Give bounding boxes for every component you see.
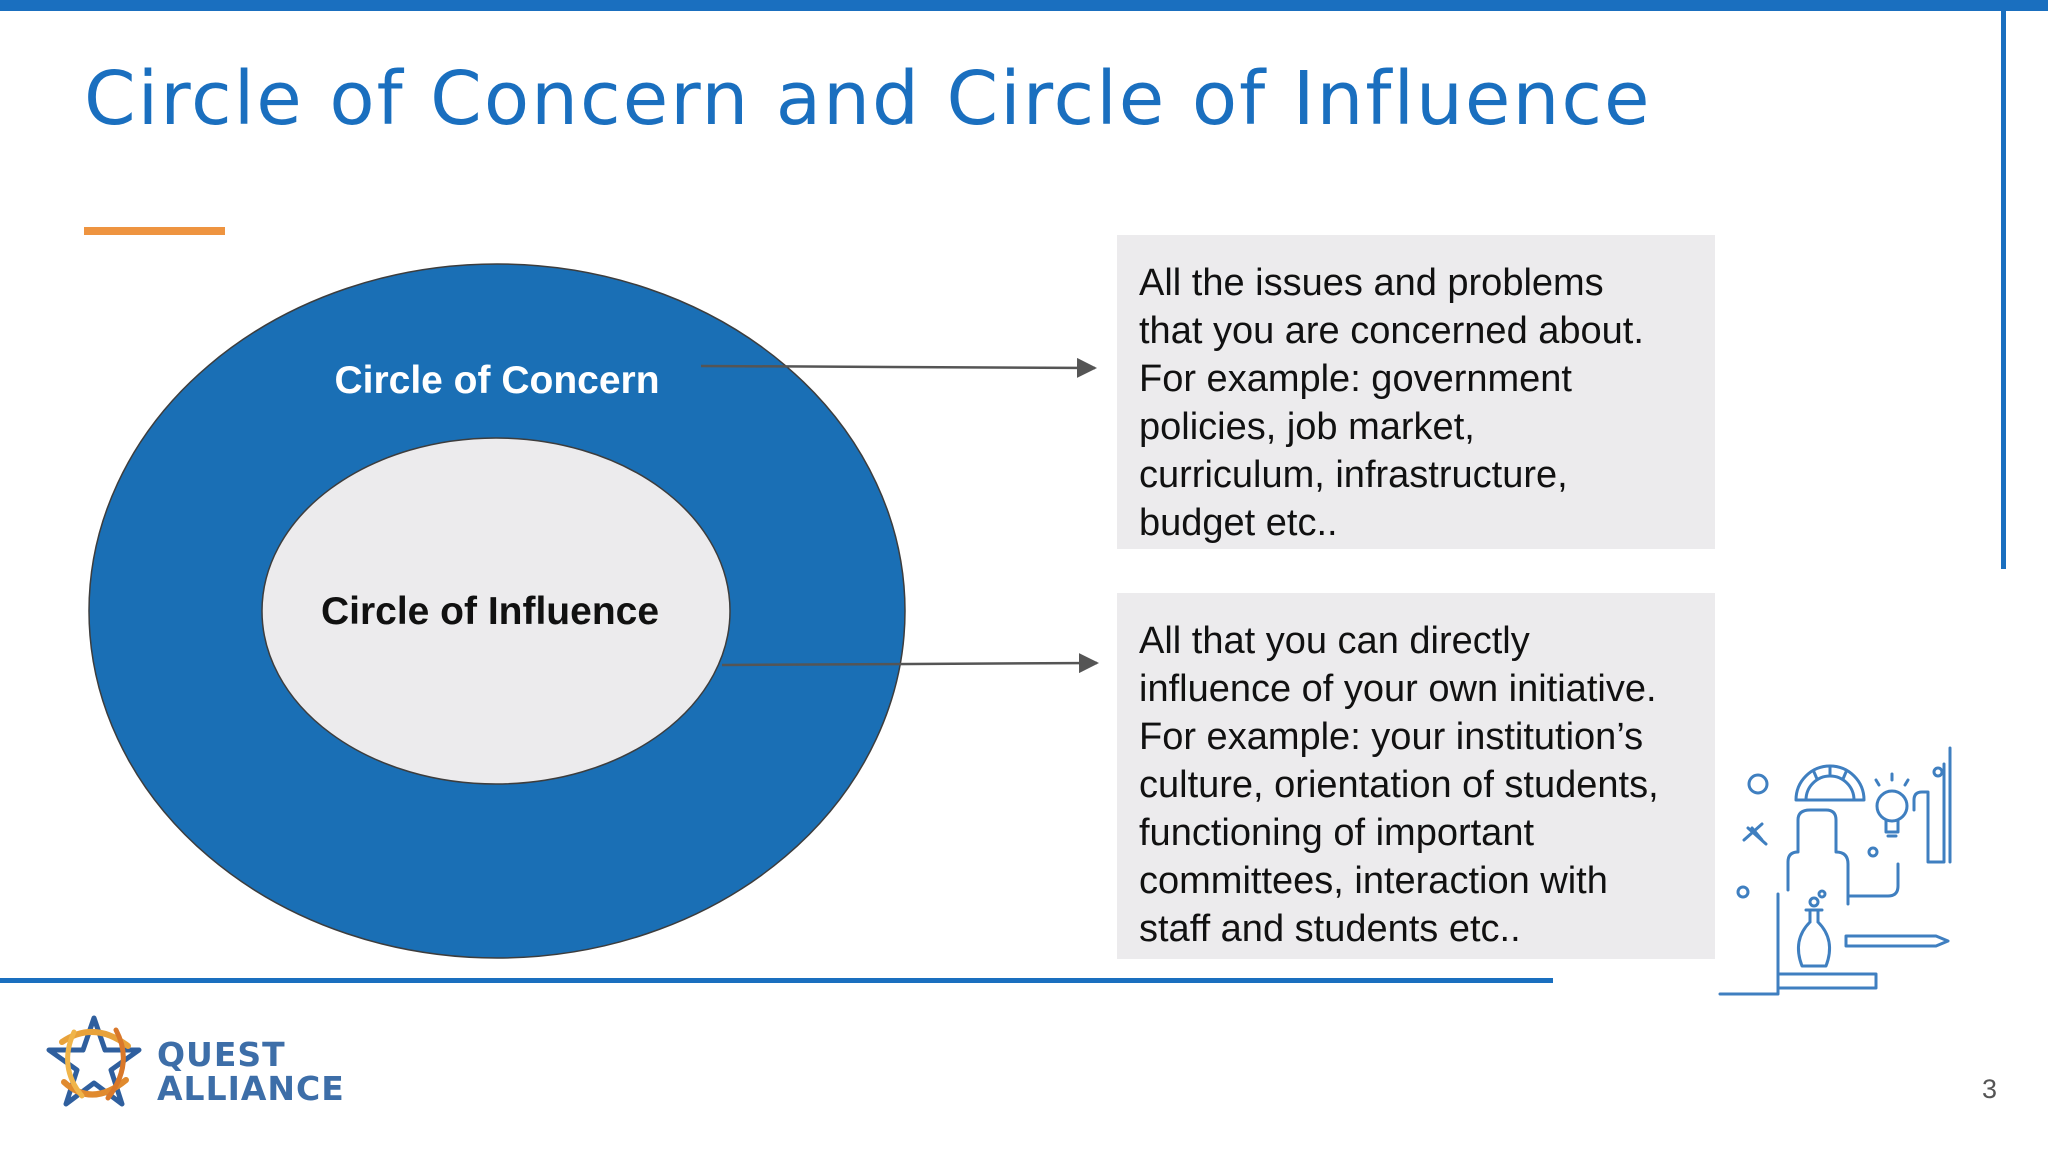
footer-rule	[0, 978, 1553, 983]
quest-alliance-logo-text: QUEST ALLIANCE	[157, 1038, 345, 1106]
concern-description-box: All the issues and problems that you are…	[1117, 235, 1715, 549]
student-science-illustration-icon	[1718, 744, 1978, 1004]
influence-description-text: All that you can directly influence of y…	[1139, 617, 1697, 953]
quest-alliance-star-logo-icon	[44, 1012, 144, 1112]
page-number: 3	[1982, 1074, 1997, 1105]
circle-of-influence-label: Circle of Influence	[321, 590, 659, 633]
concern-description-text: All the issues and problems that you are…	[1139, 259, 1697, 547]
influence-description-box: All that you can directly influence of y…	[1117, 593, 1715, 959]
logo-line-1: QUEST	[157, 1038, 345, 1072]
circle-of-concern-label: Circle of Concern	[334, 359, 659, 402]
logo-line-2: ALLIANCE	[157, 1072, 345, 1106]
